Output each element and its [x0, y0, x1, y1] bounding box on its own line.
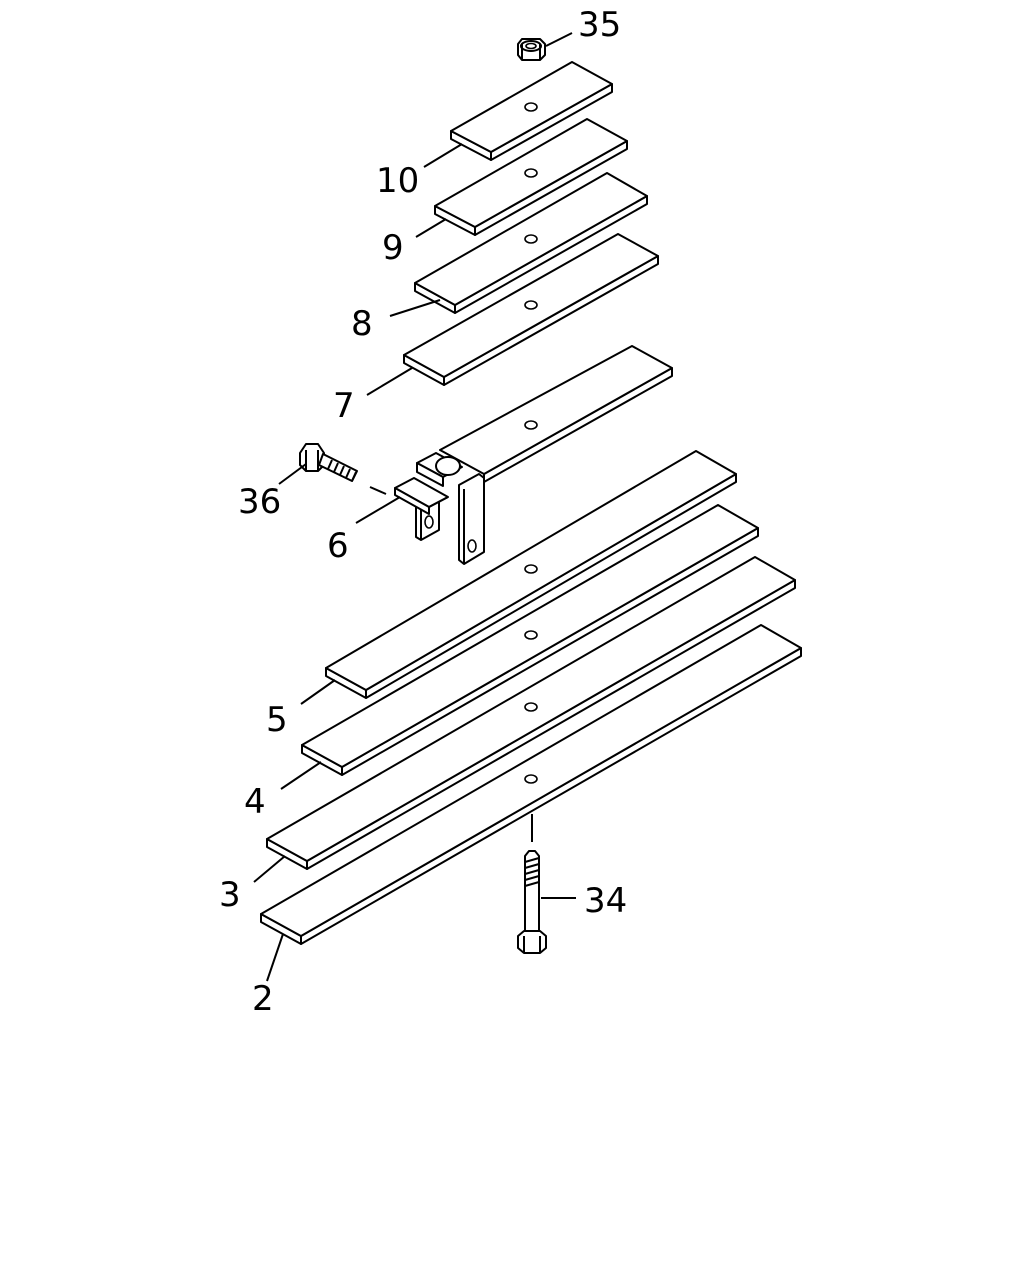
- nut-35: [517, 38, 546, 61]
- leader-2: [266, 933, 284, 982]
- leader-8: [389, 299, 441, 317]
- leader-35: [545, 32, 573, 47]
- leaf-7: [403, 233, 659, 386]
- callout-4: 4: [244, 782, 266, 822]
- leaf-2: [260, 624, 802, 945]
- callout-3: 3: [219, 875, 241, 915]
- callout-8: 8: [351, 304, 373, 344]
- callout-2: 2: [252, 979, 274, 1019]
- callout-7: 7: [333, 386, 355, 426]
- leader-36: [278, 463, 307, 485]
- callout-5: 5: [266, 700, 288, 740]
- callout-35: 35: [578, 5, 621, 45]
- callout-6: 6: [327, 526, 349, 566]
- leader-7: [366, 367, 413, 396]
- callout-10: 10: [376, 161, 419, 201]
- callout-34: 34: [584, 881, 627, 921]
- leaf-9: [434, 118, 628, 236]
- leader-5: [300, 679, 336, 705]
- leader-9: [415, 218, 447, 238]
- leader-6: [355, 496, 401, 524]
- leader-3: [253, 855, 286, 883]
- leaf-4: [301, 504, 759, 776]
- leaf-8: [414, 172, 648, 314]
- leader-10: [423, 143, 463, 168]
- callout-9: 9: [382, 228, 404, 268]
- leader-4: [280, 761, 322, 790]
- bolt-36: [299, 443, 387, 495]
- leaf-3: [266, 556, 796, 870]
- leaf-6-with-bracket: [394, 345, 673, 565]
- bolt-34: [517, 814, 547, 954]
- leaf-10: [450, 61, 613, 161]
- leaf-5: [325, 450, 737, 699]
- callout-36: 36: [238, 482, 281, 522]
